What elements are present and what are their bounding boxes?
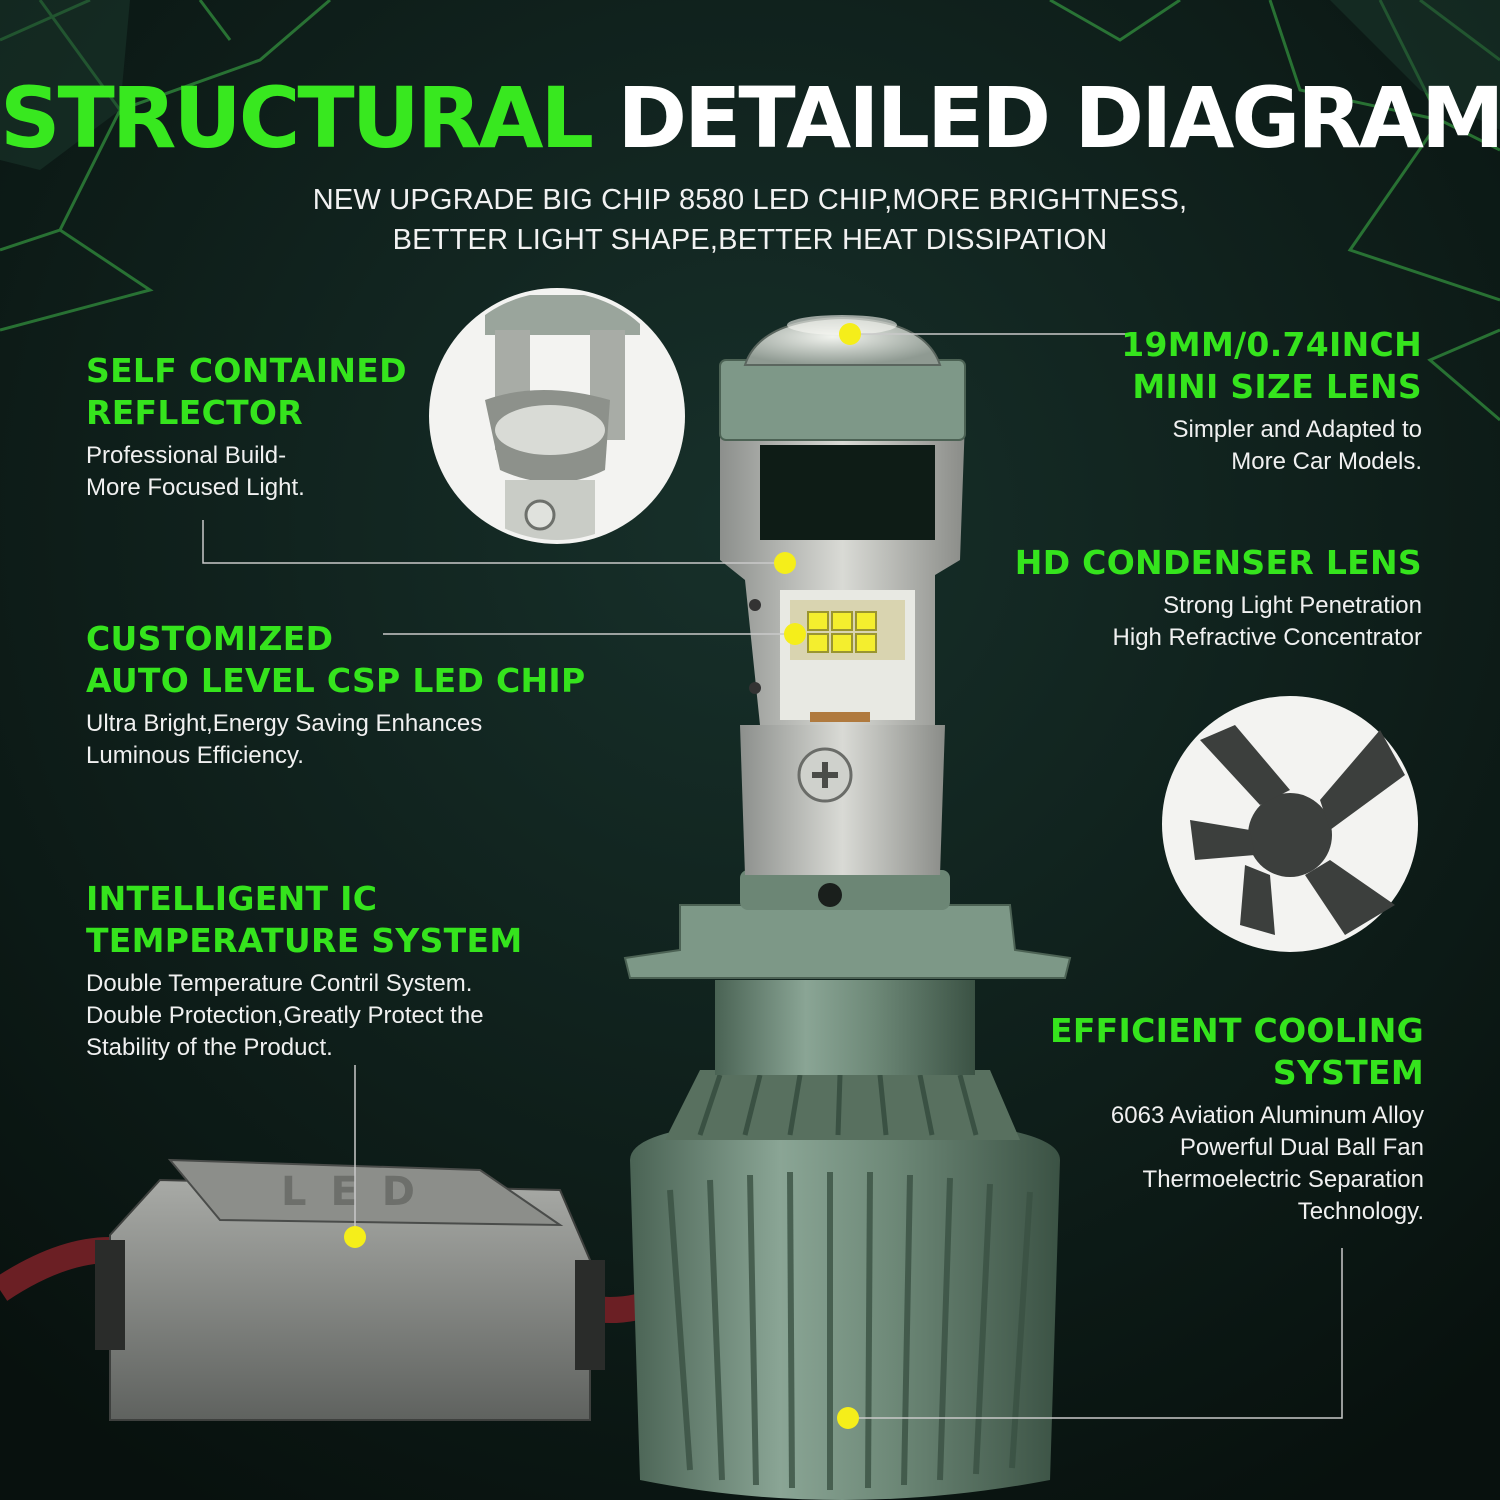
feature-title: HD CONDENSER LENS xyxy=(1015,542,1422,584)
feature-condenser-lens: HD CONDENSER LENS Strong Light Penetrati… xyxy=(1015,542,1422,654)
feature-desc: Professional Build- More Focused Light. xyxy=(86,440,407,504)
feature-reflector: SELF CONTAINED REFLECTOR Professional Bu… xyxy=(86,350,407,504)
feature-desc-line: Thermoelectric Separation xyxy=(1142,1166,1424,1193)
feature-title-line: HD CONDENSER LENS xyxy=(1014,543,1422,582)
feature-title-line: SYSTEM xyxy=(1272,1053,1424,1092)
feature-title-line: CUSTOMIZED xyxy=(86,619,334,658)
feature-desc-line: Powerful Dual Ball Fan xyxy=(1179,1134,1424,1161)
feature-mini-lens: 19MM/0.74INCH MINI SIZE LENS Simpler and… xyxy=(1121,324,1422,478)
feature-desc: Strong Light Penetration High Refractive… xyxy=(1015,590,1422,654)
subtitle-line: NEW UPGRADE BIG CHIP 8580 LED CHIP,MORE … xyxy=(312,184,1188,216)
feature-cooling-system: EFFICIENT COOLING SYSTEM 6063 Aviation A… xyxy=(1050,1010,1424,1228)
feature-desc-line: High Refractive Concentrator xyxy=(1112,624,1422,651)
feature-desc-line: More Focused Light. xyxy=(86,474,305,501)
feature-ic-temperature: INTELLIGENT IC TEMPERATURE SYSTEM Double… xyxy=(86,878,522,1064)
feature-led-chip: CUSTOMIZED AUTO LEVEL CSP LED CHIP Ultra… xyxy=(86,618,585,772)
feature-desc-line: More Car Models. xyxy=(1231,448,1422,475)
feature-title-line: EFFICIENT COOLING xyxy=(1050,1011,1424,1050)
feature-title-line: REFLECTOR xyxy=(86,393,303,432)
feature-title-line: AUTO LEVEL CSP LED CHIP xyxy=(86,661,586,700)
feature-desc-line: Strong Light Penetration xyxy=(1163,592,1422,619)
page-title: STRUCTURAL DETAILED DIAGRAM xyxy=(0,68,1500,168)
feature-title-line: INTELLIGENT IC xyxy=(86,879,378,918)
feature-title-line: TEMPERATURE SYSTEM xyxy=(86,921,523,960)
title-white: DETAILED DIAGRAM xyxy=(617,69,1500,167)
feature-desc-line: Double Protection,Greatly Protect the xyxy=(86,1002,484,1029)
feature-title-line: 19MM/0.74INCH xyxy=(1121,325,1422,364)
feature-title-line: SELF CONTAINED xyxy=(86,351,407,390)
subtitle-line: BETTER LIGHT SHAPE,BETTER HEAT DISSIPATI… xyxy=(392,224,1108,256)
feature-desc: Simpler and Adapted to More Car Models. xyxy=(1121,414,1422,478)
feature-desc-line: Simpler and Adapted to xyxy=(1172,416,1422,443)
feature-title-line: MINI SIZE LENS xyxy=(1132,367,1422,406)
feature-desc-line: Professional Build- xyxy=(86,442,287,469)
feature-desc-line: Stability of the Product. xyxy=(86,1034,333,1061)
feature-desc-line: 6063 Aviation Aluminum Alloy xyxy=(1110,1102,1424,1129)
title-green: STRUCTURAL xyxy=(0,69,594,167)
feature-title: 19MM/0.74INCH MINI SIZE LENS xyxy=(1121,324,1422,408)
feature-title: EFFICIENT COOLING SYSTEM xyxy=(1050,1010,1424,1094)
feature-title: CUSTOMIZED AUTO LEVEL CSP LED CHIP xyxy=(86,618,585,702)
feature-desc: Ultra Bright,Energy Saving Enhances Lumi… xyxy=(86,708,585,772)
feature-title: SELF CONTAINED REFLECTOR xyxy=(86,350,407,434)
feature-title: INTELLIGENT IC TEMPERATURE SYSTEM xyxy=(86,878,522,962)
feature-desc-line: Ultra Bright,Energy Saving Enhances xyxy=(86,710,483,737)
feature-desc: Double Temperature Contril System. Doubl… xyxy=(86,968,522,1064)
subtitle: NEW UPGRADE BIG CHIP 8580 LED CHIP,MORE … xyxy=(0,180,1500,260)
feature-desc-line: Double Temperature Contril System. xyxy=(86,970,473,997)
feature-desc-line: Luminous Efficiency. xyxy=(86,742,304,769)
feature-desc-line: Technology. xyxy=(1297,1198,1424,1225)
feature-desc: 6063 Aviation Aluminum Alloy Powerful Du… xyxy=(1050,1100,1424,1228)
